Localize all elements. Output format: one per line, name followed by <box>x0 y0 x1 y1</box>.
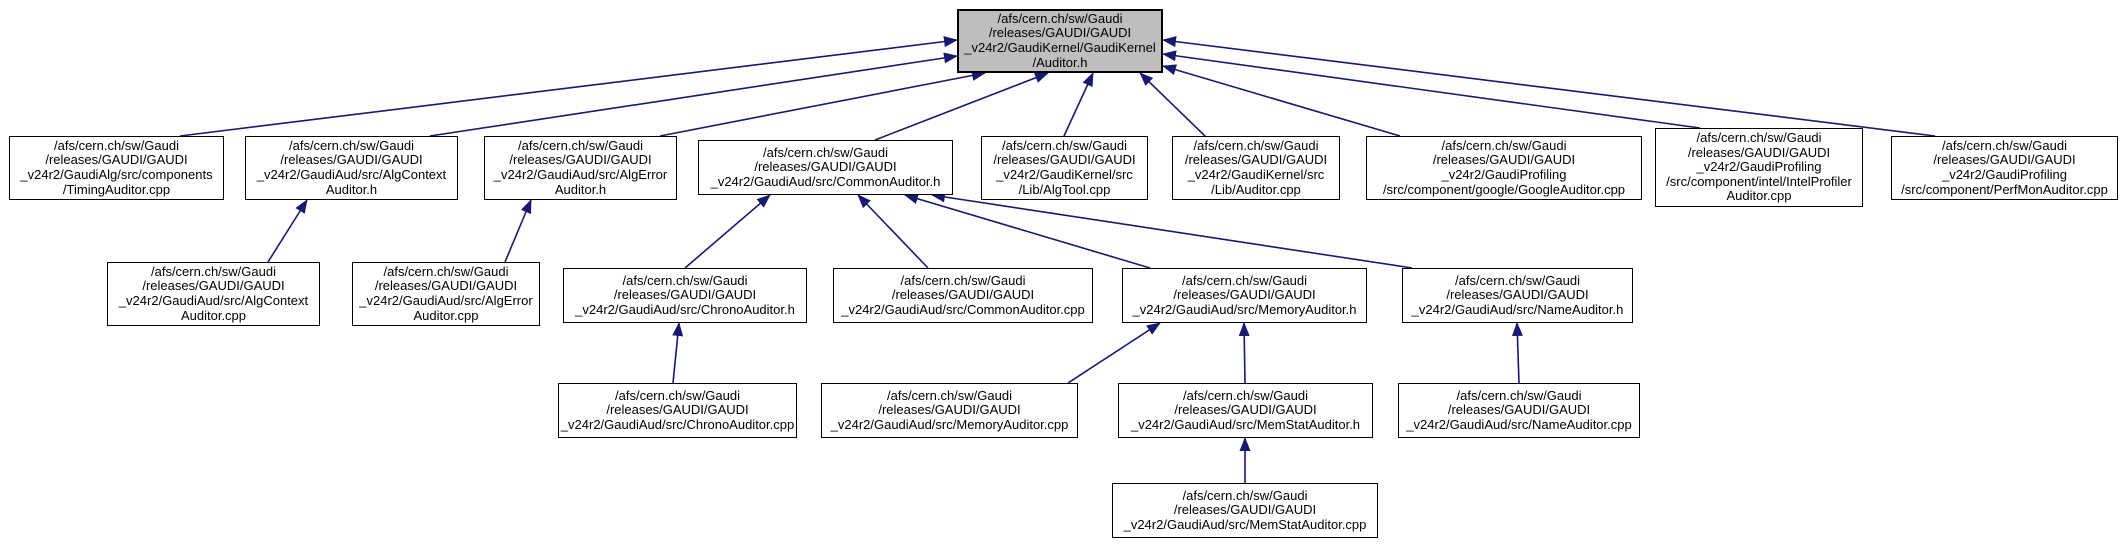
include-edge-alg_context_auditor_h-to-auditor_h <box>429 52 958 137</box>
graph-node-alg_error_auditor_cpp[interactable]: /afs/cern.ch/sw/Gaudi /releases/GAUDI/GA… <box>352 262 540 326</box>
graph-node-name_auditor_h[interactable]: /afs/cern.ch/sw/Gaudi /releases/GAUDI/GA… <box>1402 268 1633 323</box>
include-edge-memory_auditor_h-to-common_auditor_h <box>904 193 1151 269</box>
graph-node-perf_mon_auditor_cpp[interactable]: /afs/cern.ch/sw/Gaudi /releases/GAUDI/GA… <box>1891 136 2118 200</box>
graph-node-common_auditor_cpp[interactable]: /afs/cern.ch/sw/Gaudi /releases/GAUDI/GA… <box>833 268 1093 323</box>
graph-node-auditor_h: /afs/cern.ch/sw/Gaudi /releases/GAUDI/GA… <box>957 9 1163 73</box>
graph-node-intel_profiler_auditor_cpp[interactable]: /afs/cern.ch/sw/Gaudi /releases/GAUDI/GA… <box>1655 128 1863 207</box>
graph-node-chrono_auditor_h[interactable]: /afs/cern.ch/sw/Gaudi /releases/GAUDI/GA… <box>563 268 807 323</box>
include-edge-alg_error_auditor_h-to-auditor_h <box>659 70 986 137</box>
graph-node-alg_error_auditor_h[interactable]: /afs/cern.ch/sw/Gaudi /releases/GAUDI/GA… <box>484 136 677 200</box>
include-edge-google_auditor_cpp-to-auditor_h <box>1162 64 1401 137</box>
include-edge-intel_profiler_auditor_cpp-to-auditor_h <box>1162 50 1701 129</box>
include-edge-chrono_auditor_cpp-to-chrono_auditor_h <box>672 322 684 384</box>
include-edge-auditor_cpp-to-auditor_h <box>1139 72 1206 137</box>
graph-node-common_auditor_h[interactable]: /afs/cern.ch/sw/Gaudi /releases/GAUDI/GA… <box>698 140 953 195</box>
include-edge-timing_auditor_cpp-to-auditor_h <box>179 36 958 137</box>
graph-node-google_auditor_cpp[interactable]: /afs/cern.ch/sw/Gaudi /releases/GAUDI/GA… <box>1366 136 1642 200</box>
graph-node-name_auditor_cpp[interactable]: /afs/cern.ch/sw/Gaudi /releases/GAUDI/GA… <box>1398 383 1640 438</box>
include-edge-common_auditor_cpp-to-common_auditor_h <box>857 194 929 269</box>
include-edge-name_auditor_h-to-common_auditor_h <box>931 191 1413 269</box>
include-edge-alg_context_auditor_cpp-to-alg_context_auditor_h <box>267 199 308 263</box>
graph-node-alg_context_auditor_cpp[interactable]: /afs/cern.ch/sw/Gaudi /releases/GAUDI/GA… <box>107 262 320 326</box>
graph-node-mem_stat_auditor_h[interactable]: /afs/cern.ch/sw/Gaudi /releases/GAUDI/GA… <box>1118 383 1373 438</box>
graph-node-memory_auditor_cpp[interactable]: /afs/cern.ch/sw/Gaudi /releases/GAUDI/GA… <box>821 383 1078 438</box>
include-edge-alg_tool_cpp-to-auditor_h <box>1063 72 1094 137</box>
graph-node-mem_stat_auditor_cpp[interactable]: /afs/cern.ch/sw/Gaudi /releases/GAUDI/GA… <box>1112 483 1378 538</box>
graph-node-timing_auditor_cpp[interactable]: /afs/cern.ch/sw/Gaudi /releases/GAUDI/GA… <box>9 136 224 200</box>
include-edge-chrono_auditor_h-to-common_auditor_h <box>684 194 771 269</box>
include-edge-memory_auditor_cpp-to-memory_auditor_h <box>1067 322 1161 384</box>
include-edge-common_auditor_h-to-auditor_h <box>874 72 1049 141</box>
include-edge-alg_error_auditor_cpp-to-alg_error_auditor_h <box>504 199 532 263</box>
graph-node-memory_auditor_h[interactable]: /afs/cern.ch/sw/Gaudi /releases/GAUDI/GA… <box>1122 268 1367 323</box>
include-edge-perf_mon_auditor_cpp-to-auditor_h <box>1162 36 1936 137</box>
graph-node-alg_tool_cpp[interactable]: /afs/cern.ch/sw/Gaudi /releases/GAUDI/GA… <box>981 136 1148 200</box>
graph-node-alg_context_auditor_h[interactable]: /afs/cern.ch/sw/Gaudi /releases/GAUDI/GA… <box>245 136 458 200</box>
graph-node-chrono_auditor_cpp[interactable]: /afs/cern.ch/sw/Gaudi /releases/GAUDI/GA… <box>558 383 797 438</box>
graph-node-auditor_cpp[interactable]: /afs/cern.ch/sw/Gaudi /releases/GAUDI/GA… <box>1172 136 1340 200</box>
include-edge-name_auditor_cpp-to-name_auditor_h <box>1511 322 1523 384</box>
include-edge-mem_stat_auditor_h-to-memory_auditor_h <box>1238 322 1250 384</box>
